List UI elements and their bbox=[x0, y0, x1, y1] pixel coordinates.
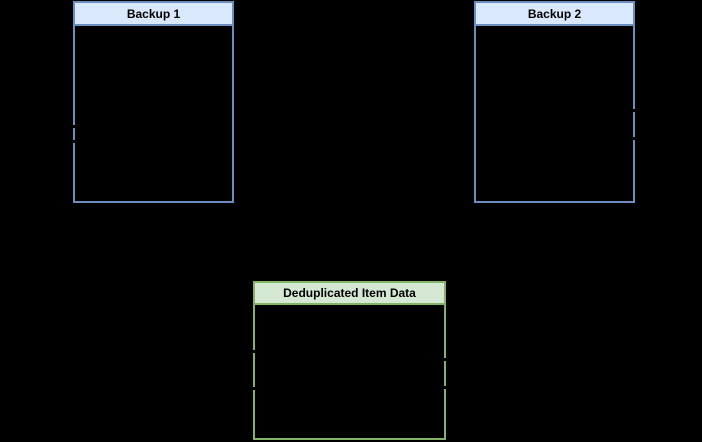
backup-1-header: Backup 1 bbox=[75, 3, 232, 26]
connector-notch bbox=[631, 109, 637, 112]
connector-notch bbox=[251, 350, 257, 353]
deduplicated-item-data-box[interactable]: Deduplicated Item Data bbox=[253, 281, 446, 440]
backup-1-title: Backup 1 bbox=[126, 6, 181, 21]
backup-2-header: Backup 2 bbox=[476, 3, 633, 26]
connector-notch bbox=[631, 137, 637, 140]
connector-notch bbox=[71, 140, 77, 143]
deduplicated-item-data-header: Deduplicated Item Data bbox=[255, 283, 444, 305]
deduplicated-item-data-title: Deduplicated Item Data bbox=[283, 286, 416, 300]
connector-notch bbox=[442, 358, 448, 361]
connector-notch bbox=[442, 386, 448, 389]
backup-2-box[interactable]: Backup 2 bbox=[474, 1, 635, 203]
backup-2-title: Backup 2 bbox=[527, 6, 582, 21]
backup-1-box[interactable]: Backup 1 bbox=[73, 1, 234, 203]
connector-notch bbox=[251, 387, 257, 390]
connector-notch bbox=[71, 125, 77, 128]
